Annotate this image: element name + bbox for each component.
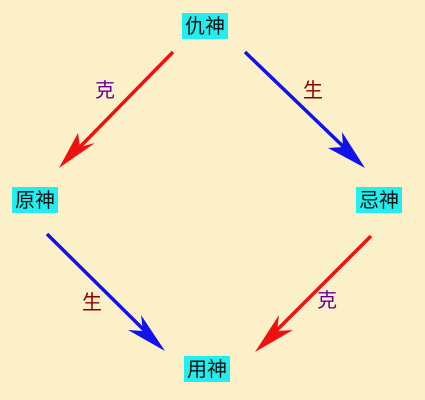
label-right-bottom: 克	[317, 288, 337, 312]
node-right: 忌神	[356, 187, 402, 213]
label-left-bottom: 生	[82, 290, 102, 314]
arrow-top-right	[243, 50, 365, 168]
node-top: 仇神	[182, 13, 228, 39]
label-top-right: 生	[303, 78, 323, 102]
node-left: 原神	[12, 187, 58, 213]
arrow-top-left	[59, 50, 175, 168]
arrow-left-bottom	[45, 232, 165, 351]
arrow-right-bottom	[255, 234, 373, 352]
node-bottom: 用神	[184, 356, 230, 382]
label-top-left: 克	[95, 78, 115, 102]
